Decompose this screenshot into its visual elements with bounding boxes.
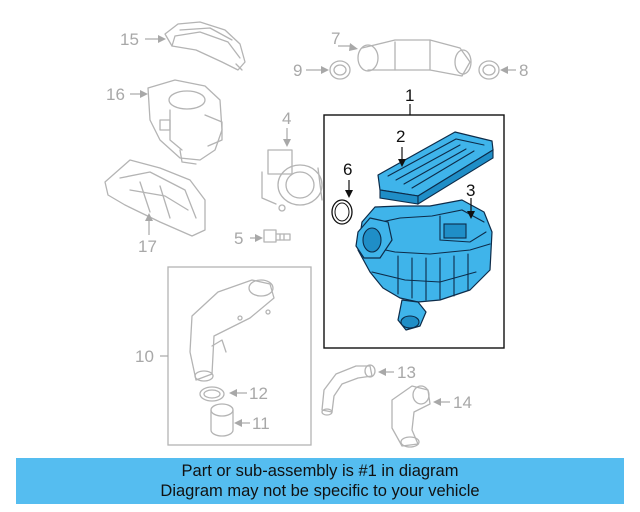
callout-15: 15 <box>120 30 139 49</box>
arrow-4 <box>283 139 291 147</box>
callout-13: 13 <box>397 363 416 382</box>
part-17-shroud[interactable] <box>104 159 206 237</box>
info-banner: Part or sub-assembly is #1 in diagram Di… <box>16 458 624 504</box>
banner-line-1: Part or sub-assembly is #1 in diagram <box>181 462 459 480</box>
banner-line-2: Diagram may not be specific to your vehi… <box>160 482 480 500</box>
arrow-6 <box>345 190 353 198</box>
arrow-9 <box>321 66 329 74</box>
part-6-o-ring-inner <box>334 202 350 222</box>
callout-10: 10 <box>135 347 154 366</box>
callout-8: 8 <box>519 61 528 80</box>
arrow-5 <box>255 234 263 242</box>
part-14-elbow-hose[interactable] <box>391 385 431 448</box>
part-10-box[interactable] <box>167 266 312 446</box>
arrow-8 <box>500 66 508 74</box>
arrow-12 <box>229 389 237 397</box>
callout-9: 9 <box>293 61 302 80</box>
arrow-17 <box>145 213 153 221</box>
arrow-11 <box>234 419 242 427</box>
callout-5: 5 <box>234 229 243 248</box>
part-16-housing[interactable] <box>147 79 223 165</box>
part-4-maf-sensor[interactable] <box>261 149 323 212</box>
callout-16: 16 <box>106 85 125 104</box>
callout-12: 12 <box>249 384 268 403</box>
callout-11: 11 <box>252 414 270 433</box>
part-11-coupler[interactable] <box>210 403 234 437</box>
part-9-clamp[interactable] <box>329 60 351 80</box>
callout-6: 6 <box>343 160 352 179</box>
arrow-15 <box>158 35 166 43</box>
part-3-air-cleaner-housing[interactable] <box>355 199 493 331</box>
part-12-clamp[interactable] <box>199 386 225 402</box>
part-10-intake-tube[interactable] <box>189 279 275 382</box>
arrow-3 <box>467 211 475 219</box>
callout-1: 1 <box>405 86 414 105</box>
parts-diagram: 15 16 17 4 5 <box>104 21 528 448</box>
callout-7: 7 <box>331 29 340 48</box>
arrow-2 <box>398 159 406 167</box>
part-8-clamp[interactable] <box>478 60 500 80</box>
part-7-hose[interactable] <box>357 39 472 77</box>
callout-3: 3 <box>466 181 475 200</box>
part-6-o-ring[interactable] <box>331 199 353 225</box>
callout-14: 14 <box>453 393 472 412</box>
callout-2: 2 <box>396 127 405 146</box>
callout-17: 17 <box>138 237 157 256</box>
part-2-air-filter[interactable] <box>377 131 494 205</box>
part-1-assembly-box[interactable] <box>323 114 505 349</box>
arrow-7 <box>349 43 358 51</box>
callout-4: 4 <box>282 109 291 128</box>
arrow-13 <box>378 368 386 376</box>
part-5-bolt[interactable] <box>263 229 291 243</box>
part-15-intake-duct[interactable] <box>164 21 246 71</box>
arrow-16 <box>140 90 148 98</box>
arrow-14 <box>433 398 441 406</box>
part-13-vent-hose[interactable] <box>321 364 376 416</box>
